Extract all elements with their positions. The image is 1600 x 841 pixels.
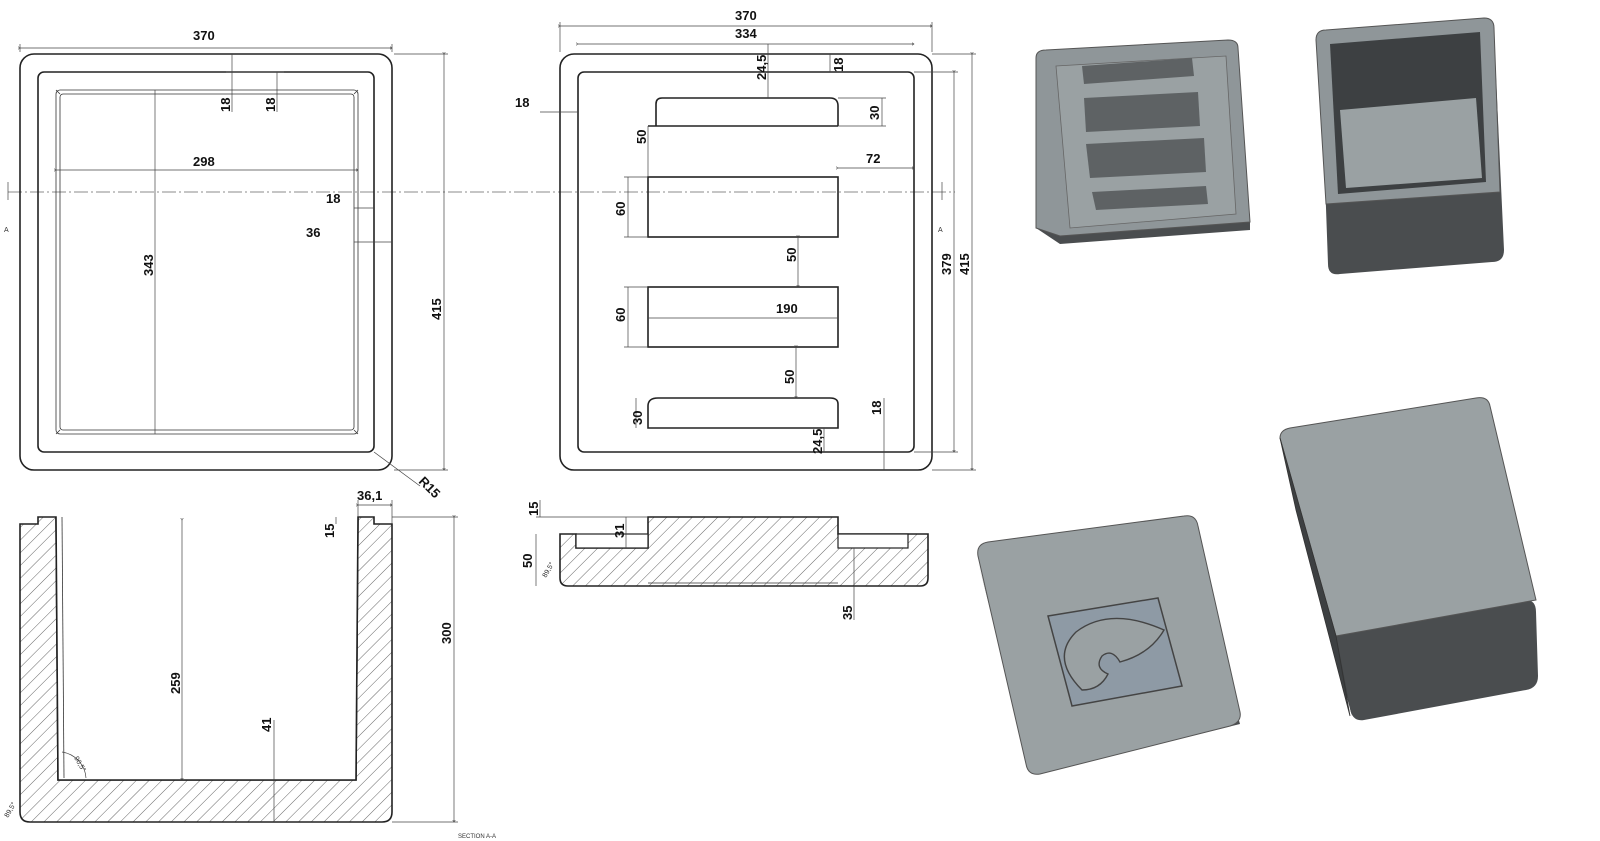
dim-slot-offset: 72 <box>866 151 880 166</box>
dim-slot-h4: 30 <box>630 411 645 425</box>
dim-box-width: 370 <box>193 28 215 43</box>
section-label: SECTION A-A <box>458 834 496 840</box>
dim-inner-depth: 259 <box>168 672 183 694</box>
dim-lid-top-gap: 24,5 <box>754 55 769 80</box>
dim-rim-depth: 15 <box>322 524 337 538</box>
dim-inner-width: 298 <box>193 154 215 169</box>
dim-bottom-gap: 24,5 <box>810 429 825 454</box>
dim-gap2: 50 <box>784 248 799 262</box>
dim-radius: R15 <box>416 474 443 501</box>
dim-lid-inner-height: 379 <box>939 253 954 275</box>
dim-gap3: 50 <box>782 370 797 384</box>
dim-gap1: 50 <box>634 130 649 144</box>
dim-box-height: 415 <box>429 298 444 320</box>
dim-lid-height: 415 <box>957 253 972 275</box>
dim-lid-lip: 35 <box>840 606 855 620</box>
dim-rim-bottom: 18 <box>869 401 884 415</box>
lid-section <box>559 516 929 587</box>
dim-lid-pocket: 31 <box>612 524 627 538</box>
lid-top-view <box>559 53 933 471</box>
dim-lid-rim-top: 18 <box>831 58 846 72</box>
box-top-view <box>19 53 393 471</box>
dim-rim-width: 36,1 <box>357 488 382 503</box>
dim-lid-width: 370 <box>735 8 757 23</box>
section-a-right: A <box>938 227 943 234</box>
dim-wall-a: 18 <box>326 191 340 206</box>
dim-rim-2: 18 <box>263 98 278 112</box>
dim-lid-step: 15 <box>526 502 541 516</box>
dim-slot-h3: 60 <box>613 308 628 322</box>
dim-box-section-height: 300 <box>439 622 454 644</box>
dim-slot-width: 190 <box>776 301 798 316</box>
dim-lid-inner-width: 334 <box>735 26 757 41</box>
lid-logo-render <box>977 515 1241 775</box>
dim-slot-h1: 30 <box>867 106 882 120</box>
dim-inner-height: 343 <box>141 254 156 276</box>
box-section <box>19 516 393 823</box>
angle-outer: 89,5° <box>3 801 18 819</box>
box-open-render <box>1315 17 1504 275</box>
dim-slot-h2: 60 <box>613 202 628 216</box>
dim-lid-section-height: 50 <box>520 554 535 568</box>
lid-top-render <box>1035 39 1251 244</box>
dim-rim-1: 18 <box>218 98 233 112</box>
box-closed-render <box>1279 397 1538 721</box>
section-a-left: A <box>4 227 9 234</box>
angle-lid: 89,5° <box>541 561 556 579</box>
dim-lid-left-rim: 18 <box>515 95 529 110</box>
dim-wall-b: 36 <box>306 225 320 240</box>
dim-wall-thickness: 41 <box>259 718 274 732</box>
